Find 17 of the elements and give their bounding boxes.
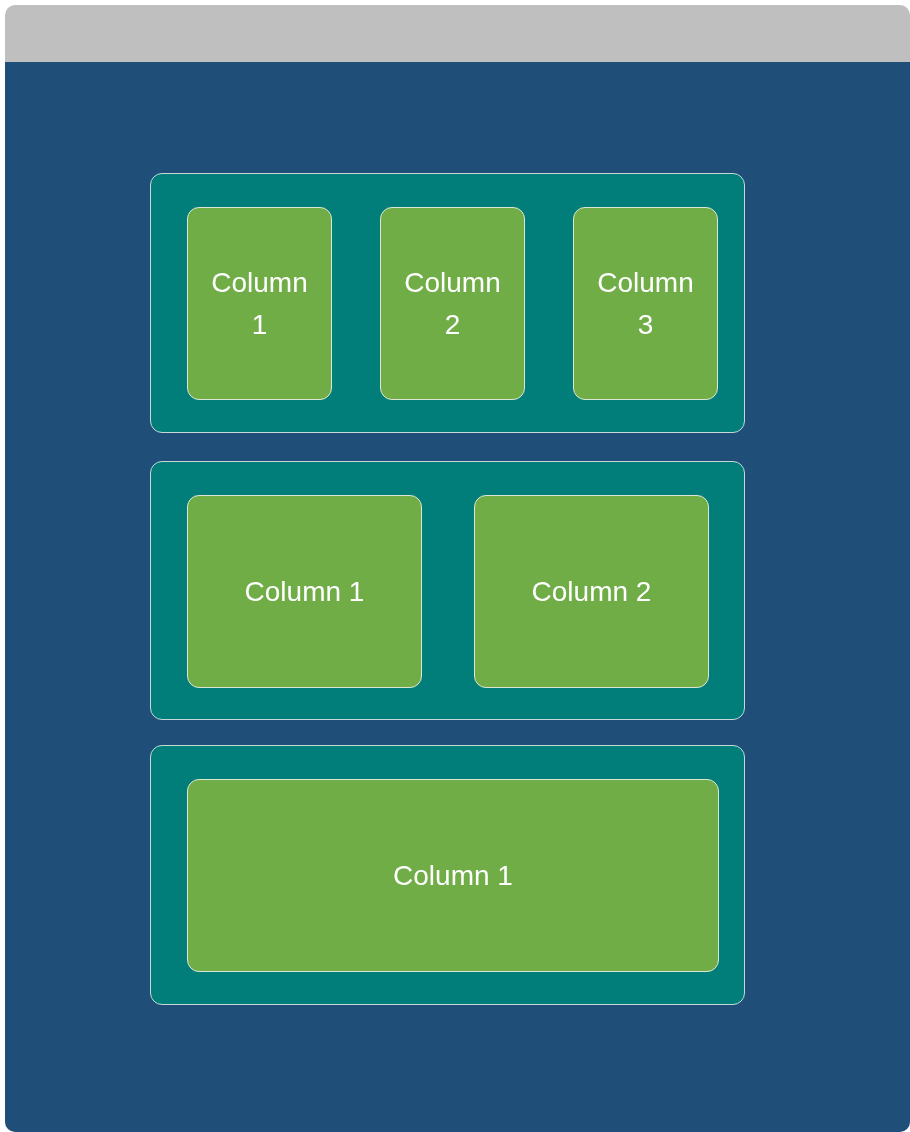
column-label: Column 2 — [531, 574, 652, 609]
row-panel — [150, 461, 745, 720]
row-panel — [150, 745, 745, 1005]
column-panel — [474, 495, 709, 688]
window-body — [5, 62, 910, 1132]
column-panel — [187, 207, 332, 400]
column-panel — [187, 495, 422, 688]
column-label: Column 1 — [393, 858, 513, 893]
column-label: Column 3 — [596, 265, 695, 342]
row-panel — [150, 173, 745, 433]
column-panel — [573, 207, 718, 400]
column-panel — [380, 207, 525, 400]
column-panel — [187, 779, 719, 972]
title-bar — [5, 5, 910, 62]
column-label: Column 2 — [403, 265, 502, 342]
column-label: Column 1 — [244, 574, 365, 609]
column-label: Column 1 — [210, 265, 309, 342]
